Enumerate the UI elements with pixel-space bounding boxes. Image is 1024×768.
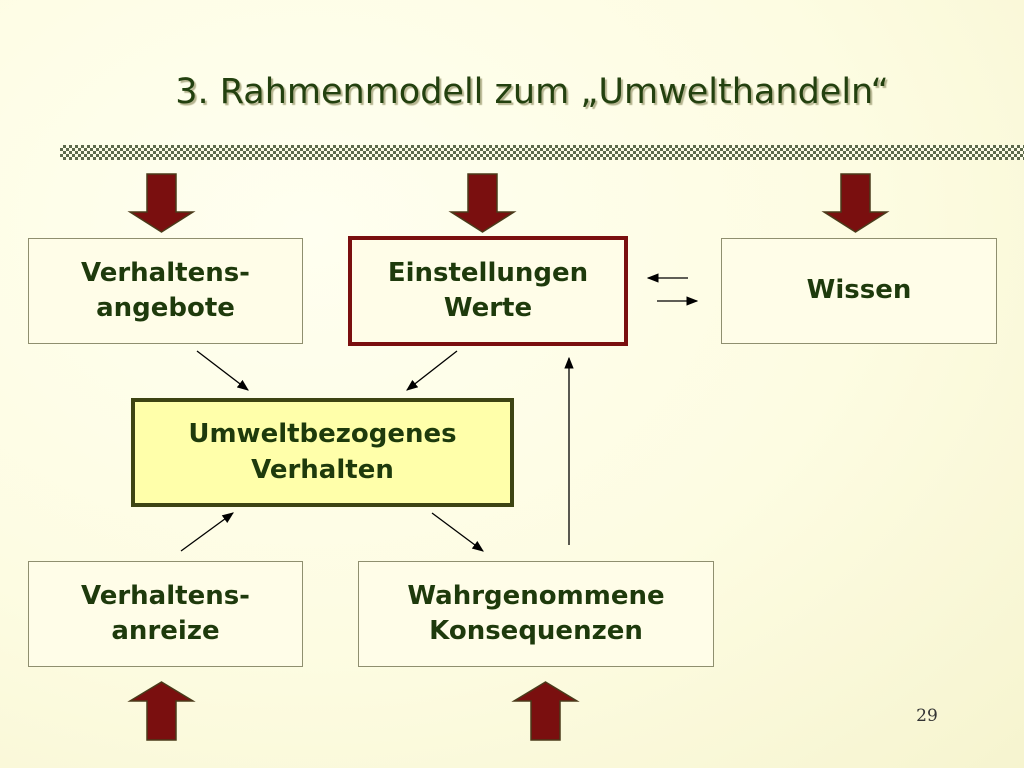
arrow-angebote-to-verhalten [196,350,249,391]
box-verhaltensangebote: Verhaltens- angebote [28,238,303,344]
slide-title: 3. Rahmenmodell zum „Umwelthandeln“ [175,72,889,112]
box-umweltbezogenes-verhalten: Umweltbezogenes Verhalten [131,398,514,507]
arrow-einstellungen-to-verhalten [406,350,458,391]
box-wissen: Wissen [721,238,997,344]
block-arrow-down-1 [127,173,196,233]
arrow-anreize-to-verhalten [180,512,234,552]
block-arrow-up-1 [127,681,196,741]
box-verhaltensanreize: Verhaltens- anreize [28,561,303,667]
page-number: 29 [916,706,938,726]
block-arrow-down-3 [821,173,890,233]
arrow-verhalten-to-konsequenzen [431,512,484,552]
block-arrow-up-2 [511,681,580,741]
block-arrow-down-2 [448,173,517,233]
box-wahrgenommene-konsequenzen: Wahrgenommene Konsequenzen [358,561,714,667]
box-einstellungen-werte: Einstellungen Werte [348,236,628,346]
checkered-divider [60,145,1024,160]
